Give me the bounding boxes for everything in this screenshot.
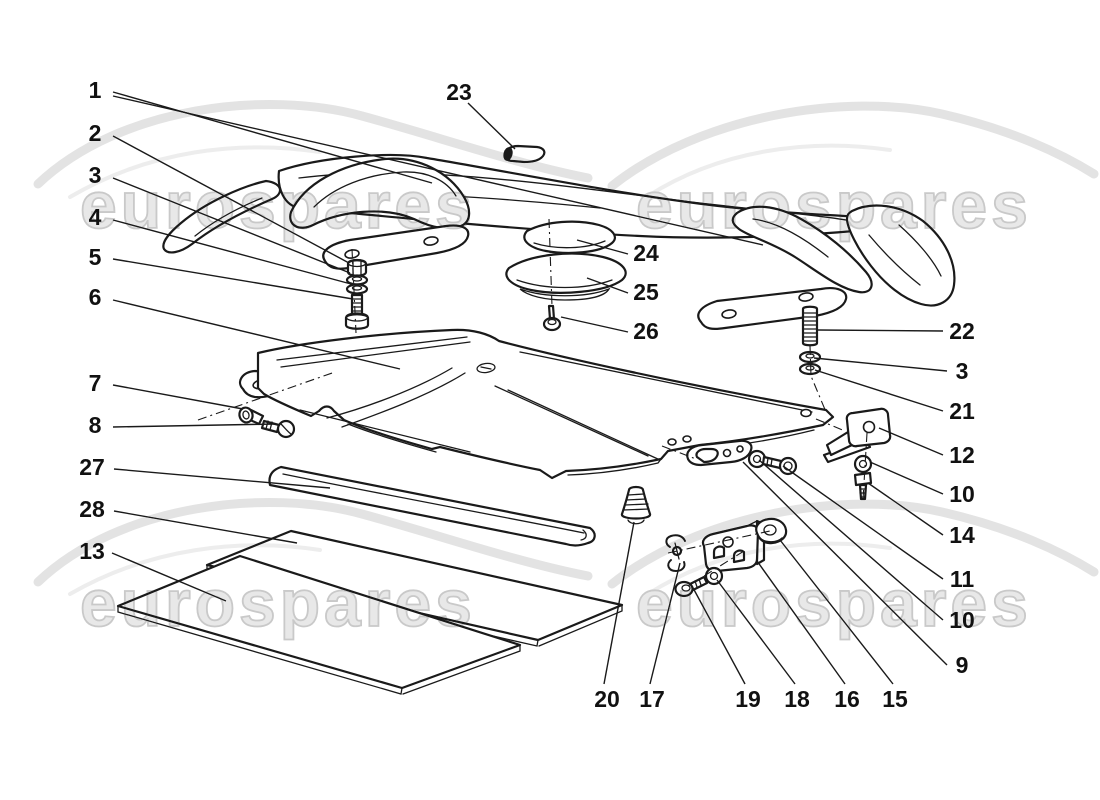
wing-base-pad-right bbox=[697, 287, 848, 330]
part-number-label-8: 8 bbox=[89, 412, 102, 438]
leader-line-25 bbox=[586, 277, 629, 294]
watermark-swoosh bbox=[607, 101, 1099, 191]
leader-line-16 bbox=[756, 560, 846, 685]
rubber-bumper bbox=[755, 517, 788, 545]
leader-line-1 bbox=[112, 95, 764, 246]
part-number-label-17: 17 bbox=[639, 686, 665, 712]
lid-badge bbox=[476, 362, 496, 374]
leader-line-1 bbox=[112, 91, 433, 184]
part-number-label-10: 10 bbox=[949, 607, 975, 633]
leader-line-10 bbox=[758, 459, 944, 621]
leader-line-20 bbox=[603, 521, 635, 685]
leader-line-18 bbox=[716, 579, 796, 685]
hinge-pin bbox=[238, 406, 265, 426]
washer-bracket bbox=[853, 454, 873, 474]
part-number-label-15: 15 bbox=[882, 686, 908, 712]
part-number-label-20: 20 bbox=[594, 686, 620, 712]
part-number-label-5: 5 bbox=[89, 244, 102, 270]
part-number-label-9: 9 bbox=[956, 652, 969, 678]
rubber-buffer bbox=[620, 485, 652, 525]
leader-line-7 bbox=[112, 384, 244, 410]
part-number-label-22: 22 bbox=[949, 318, 975, 344]
part-number-label-3: 3 bbox=[956, 358, 969, 384]
part-number-label-12: 12 bbox=[949, 442, 975, 468]
leader-line-28 bbox=[113, 510, 298, 544]
part-number-label-18: 18 bbox=[784, 686, 810, 712]
washer-striker bbox=[747, 449, 767, 469]
leader-line-3 bbox=[813, 357, 948, 372]
leader-line-3 bbox=[112, 177, 351, 274]
rear-spoiler-wing bbox=[162, 144, 956, 376]
watermark-text: eurospares bbox=[636, 168, 1032, 242]
wing-right-endplate bbox=[845, 204, 956, 307]
watermark-swoosh bbox=[33, 498, 593, 587]
part-number-label-14: 14 bbox=[949, 522, 975, 548]
part-number-label-1: 1 bbox=[89, 77, 102, 103]
gasket-pad-lower bbox=[505, 252, 627, 301]
leader-line-21 bbox=[814, 369, 944, 412]
leader-line-5 bbox=[112, 258, 354, 300]
watermark-layer: eurospares eurospares eurospares eurospa… bbox=[33, 100, 1099, 641]
gasket-screw bbox=[542, 304, 562, 332]
stud-and-washers-right bbox=[798, 305, 822, 376]
leader-line-11 bbox=[782, 465, 944, 580]
part-number-label-7: 7 bbox=[89, 370, 102, 396]
leader-line-10 bbox=[869, 461, 944, 495]
insulation-panel bbox=[116, 554, 522, 695]
part-number-label-10: 10 bbox=[949, 481, 975, 507]
watermark-swoosh bbox=[33, 100, 593, 189]
part-number-label-26: 26 bbox=[633, 318, 659, 344]
leader-line-26 bbox=[560, 316, 629, 333]
leader-line-4 bbox=[112, 219, 352, 285]
part-number-label-16: 16 bbox=[834, 686, 860, 712]
watermark-text: eurospares bbox=[80, 168, 476, 242]
wing-left-pylon bbox=[289, 157, 471, 230]
leader-line-19 bbox=[691, 585, 746, 685]
leader-line-22 bbox=[817, 329, 944, 332]
leader-line-9 bbox=[742, 461, 948, 666]
part-number-label-23: 23 bbox=[446, 79, 472, 105]
leader-line-17 bbox=[649, 562, 681, 685]
part-number-label-6: 6 bbox=[89, 284, 102, 310]
part-number-label-11: 11 bbox=[950, 566, 975, 592]
leader-line-24 bbox=[576, 239, 629, 255]
trim-panels bbox=[116, 465, 624, 695]
leader-line-27 bbox=[113, 468, 331, 489]
nut-washers-bolt-left bbox=[344, 258, 370, 330]
leader-line-12 bbox=[878, 427, 944, 456]
leader-line-15 bbox=[779, 539, 894, 685]
leader-line-6 bbox=[112, 299, 401, 370]
striker-plate bbox=[686, 439, 753, 467]
leader-line-2 bbox=[112, 135, 350, 264]
watermark-text: eurospares bbox=[80, 566, 476, 640]
support-bracket bbox=[822, 407, 892, 464]
leader-line-13 bbox=[111, 552, 227, 602]
part-number-label-4: 4 bbox=[89, 204, 102, 230]
part-number-label-21: 21 bbox=[949, 398, 975, 424]
part-number-label-19: 19 bbox=[735, 686, 761, 712]
leader-line-8 bbox=[112, 423, 277, 428]
trim-strip bbox=[268, 465, 596, 547]
leader-line-23 bbox=[467, 102, 516, 150]
part-number-label-24: 24 bbox=[633, 240, 659, 266]
part-number-label-25: 25 bbox=[633, 279, 659, 305]
watermark-swoosh bbox=[607, 499, 1099, 589]
engine-lid-panel bbox=[238, 328, 835, 480]
assembly-centerlines bbox=[197, 218, 868, 587]
bolt-striker bbox=[761, 455, 798, 476]
gasket-pad-upper bbox=[523, 220, 616, 255]
part-number-label-28: 28 bbox=[79, 496, 105, 522]
part-number-label-27: 27 bbox=[79, 454, 105, 480]
watermark-text: eurospares bbox=[636, 566, 1032, 640]
wing-right-pylon bbox=[731, 205, 873, 294]
